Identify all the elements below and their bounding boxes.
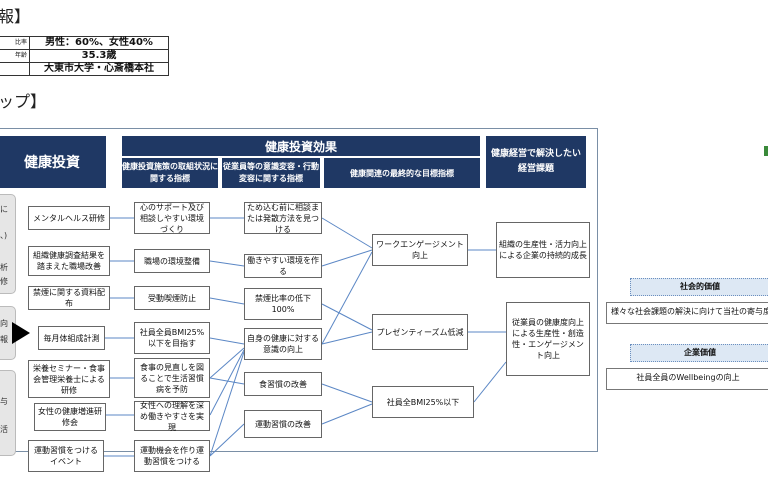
awareness-item: ため込む前に相談または発散方法を見つける (244, 202, 322, 234)
social-value-heading: 社会的価値 (630, 278, 768, 296)
left-partial-text: 報 (0, 335, 8, 344)
header-col-issue: 健康経営で解決したい経営課題 (486, 136, 586, 188)
corporate-value-heading: 企業価値 (630, 344, 768, 362)
section-heading-map: ップ】 (0, 92, 47, 111)
measure-item: 社員全員BMI25%以下を目指す (134, 322, 210, 354)
header-col-final: 健康関連の最終的な目標指標 (324, 158, 480, 188)
green-marker (764, 146, 768, 156)
issue-item: 組織の生産性・活力向上による企業の持続的成長 (496, 222, 590, 278)
left-panel-bottom (0, 370, 16, 456)
measure-item: 運動機会を作り運動習慣をつける (134, 440, 210, 472)
awareness-item: 食習慣の改善 (244, 372, 322, 396)
table-row: 大東市大学・心斎橋本社 (0, 62, 169, 76)
arrow-right-icon (12, 322, 30, 344)
header-effects: 健康投資効果 (122, 136, 480, 156)
investment-item: 女性の健康増進研修会 (34, 403, 106, 431)
awareness-item: 自身の健康に対する意識の向上 (244, 328, 322, 360)
strategy-map-frame (0, 128, 598, 452)
left-partial-text: 活 (0, 425, 8, 434)
awareness-item: 禁煙比率の低下100% (244, 288, 322, 320)
measure-item: 心のサポート及び相談しやすい環境づくり (134, 202, 210, 234)
left-partial-text: 与 (0, 397, 8, 406)
social-value-text: 様々な社会課題の解決に向けて当社の寄与度 (606, 302, 768, 324)
investment-item: メンタルヘルス研修 (28, 206, 110, 230)
info-table: 比率 男性：60%、女性40% 年齢 35.3歳 大東市大学・心斎橋本社 (0, 36, 169, 76)
left-panel-top (0, 194, 16, 294)
left-partial-text: 修 (0, 277, 8, 286)
issue-item: 従業員の健康度向上による生産性・創造性・エンゲージメント向上 (506, 302, 590, 376)
measure-item: 女性への理解を深め働きやすさを実現 (134, 401, 210, 432)
final-goal-item: 社員全BMI25%以下 (372, 386, 474, 418)
final-goal-item: ワークエンゲージメント向上 (372, 234, 468, 266)
left-partial-text: 析 (0, 263, 8, 272)
left-partial-text: 向 (0, 319, 8, 328)
table-cell-value: 大東市大学・心斎橋本社 (29, 62, 169, 76)
awareness-item: 働きやすい環境を作る (244, 254, 322, 278)
awareness-item: 運動習慣の改善 (244, 410, 322, 438)
measure-item: 食事の見直しを図ることで生活習慣病を予防 (134, 358, 210, 398)
left-partial-text: 、) (0, 231, 8, 240)
investment-item: 組織健康調査結果を踏まえた職場改善 (28, 246, 110, 276)
header-col-measures: 健康投資施策の取組状況に関する指標 (122, 158, 218, 188)
header-investment: 健康投資 (0, 136, 106, 188)
section-heading-info: 報】 (0, 7, 31, 26)
corporate-value-text: 社員全員のWellbeingの向上 (606, 368, 768, 390)
measure-item: 職場の環境整備 (134, 249, 210, 273)
investment-item: 運動習慣をつけるイベント (28, 440, 104, 472)
left-partial-text: に (0, 205, 8, 214)
header-col-awareness: 従業員等の意識変容・行動変容に関する指標 (222, 158, 320, 188)
investment-item: 禁煙に関する資料配布 (28, 286, 110, 310)
measure-item: 受動喫煙防止 (134, 286, 210, 310)
investment-item: 栄養セミナー・食事会管理栄養士による研修 (28, 360, 110, 398)
final-goal-item: プレゼンティーズム低減 (372, 314, 468, 350)
investment-item: 毎月体組成計測 (38, 326, 105, 350)
